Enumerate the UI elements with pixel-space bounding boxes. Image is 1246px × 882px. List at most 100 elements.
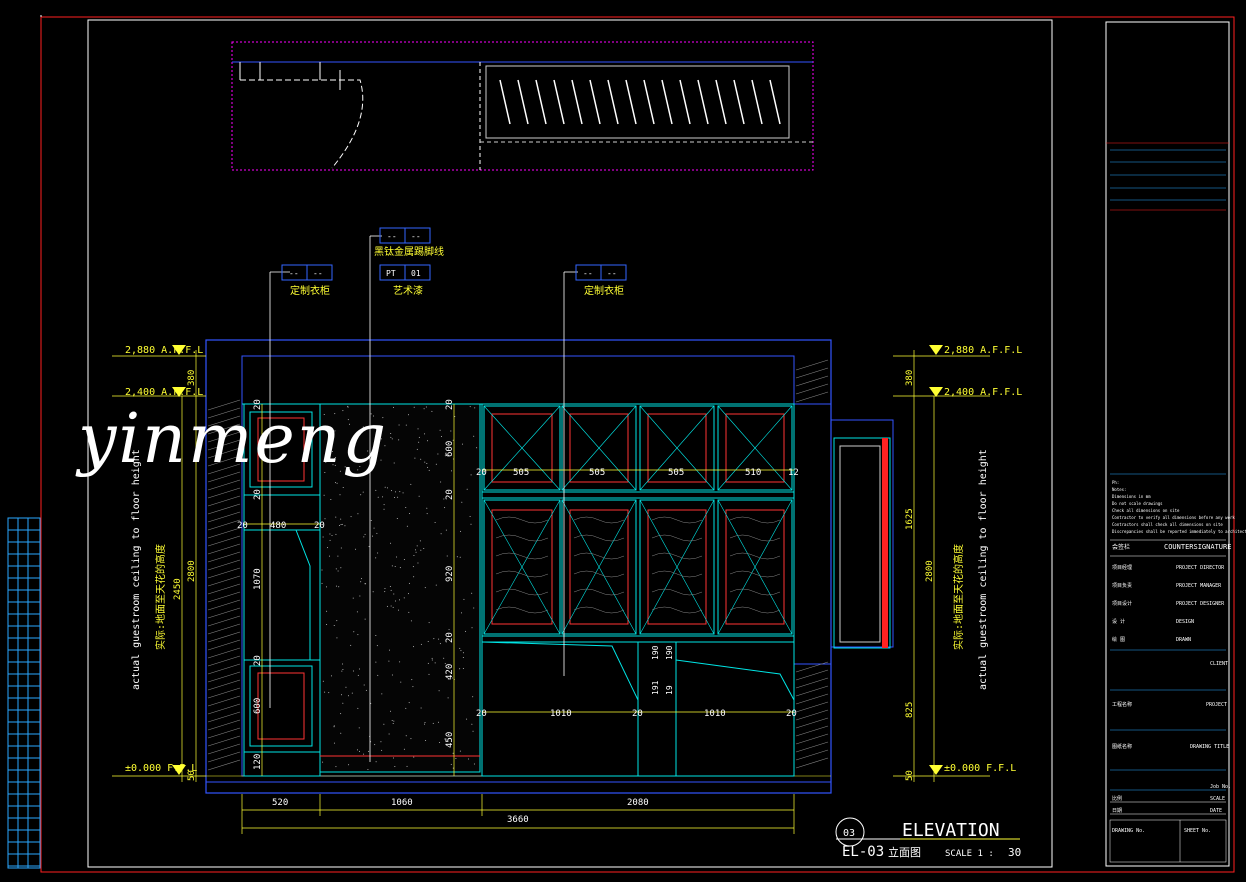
level-0-left: ±0.000 F.F.L — [125, 763, 197, 774]
dim-w505c: 505 — [668, 468, 684, 478]
client-label: CLIENT — [1210, 661, 1228, 667]
dim-w20a: 20 — [476, 468, 487, 478]
dimension-lines — [112, 350, 990, 834]
dim-l20d: 20 — [314, 521, 325, 531]
date-cn: 日期 — [1112, 808, 1122, 814]
dim-l20a: 20 — [253, 399, 263, 410]
dim-h20c: 20 — [445, 632, 455, 643]
drawing-no-label: DRAWING No. — [1112, 828, 1145, 834]
approve-cn: 会签栏 — [1112, 543, 1130, 551]
level-2880-right: 2,880 A.F.F.L — [944, 345, 1022, 356]
leaders — [269, 235, 578, 762]
dim-bottom-1060: 1060 — [391, 798, 413, 808]
side-label-left-cn: 实际:地面至天花的高度 — [154, 544, 167, 650]
drawing-number: 03 — [843, 828, 855, 839]
watermark: yinmeng — [78, 400, 389, 479]
dim-right-825: 825 — [905, 702, 915, 718]
drawing-code-cn: 立面图 — [888, 845, 921, 859]
dim-s191: 191 — [651, 680, 660, 695]
dim-w505b: 505 — [589, 468, 605, 478]
scale-label: SCALE 1 : — [945, 849, 994, 859]
level-2400-right: 2,400 A.F.F.L — [944, 387, 1022, 398]
dim-w12: 12 — [788, 468, 799, 478]
drawing-title-symbol — [835, 817, 1020, 847]
dim-l20b: 20 — [253, 489, 263, 500]
callout-art-paint-label: 艺术漆 — [393, 284, 423, 297]
remark-line: Ph: — [1112, 480, 1119, 485]
dim-right-380: 380 — [905, 370, 915, 386]
callout-boxes — [281, 227, 627, 281]
dim-right-2800: 2800 — [925, 560, 935, 582]
dim-h920: 920 — [445, 566, 455, 582]
role-cn: 项目经理 — [1112, 564, 1132, 571]
revision-grid — [7, 517, 41, 869]
callout-wardrobe-right-b: -- — [607, 269, 617, 278]
dim-h20b: 20 — [445, 489, 455, 500]
project-cn: 工程名称 — [1112, 701, 1132, 708]
drawing-title-cn: 图纸名称 — [1112, 743, 1132, 750]
dim-left-380: 380 — [187, 370, 197, 386]
dim-right-1625: 1625 — [905, 508, 915, 530]
callout-wardrobe-left-a: -- — [289, 269, 299, 278]
callout-metal-trim-label: 黑钛金属踢脚线 — [374, 245, 444, 258]
level-0-right: ±0.000 F.F.L — [944, 763, 1016, 774]
remark-line: Do not scale drawings — [1112, 501, 1163, 506]
plan-view — [231, 41, 814, 171]
countersign: COUNTERSIGNATURE — [1164, 543, 1231, 551]
inner-white-frame — [87, 19, 1053, 868]
outer-red-frame — [40, 16, 1235, 873]
title-block-remarks: Ph: Notes: Dimensions in mm Do not scale dr… — [1112, 480, 1246, 534]
scale-label-tb: SCALE — [1210, 796, 1225, 802]
dim-l20e: 20 — [253, 655, 263, 666]
dim-s190b: 190 — [665, 645, 674, 660]
dim-bottom-3660: 3660 — [507, 815, 529, 825]
callout-metal-trim-b: -- — [411, 232, 421, 241]
role-cn: 绘 图 — [1112, 636, 1125, 643]
dim-l20c: 20 — [237, 521, 248, 531]
remark-line: Contractor to verify all dimensions befo… — [1112, 515, 1235, 520]
title-block-lines — [1106, 142, 1229, 863]
dim-h600: 600 — [445, 441, 455, 457]
dim-w20b: 20 — [476, 709, 487, 719]
dim-h420: 420 — [445, 664, 455, 680]
dim-l1070: 1070 — [253, 568, 263, 590]
callout-metal-trim-a: -- — [387, 232, 397, 241]
callout-art-paint-a: PT — [386, 269, 396, 278]
dim-h450: 450 — [445, 732, 455, 748]
callout-wardrobe-right-label: 定制衣柜 — [584, 284, 624, 297]
dim-s190a: 190 — [651, 645, 660, 660]
dim-w20c: 20 — [632, 709, 643, 719]
role-en: DESIGN — [1176, 619, 1194, 625]
side-label-right-en: actual guestroom ceiling to floor height — [978, 449, 989, 690]
elevation-view — [205, 339, 894, 794]
sheet-label: SHEET No. — [1184, 828, 1211, 834]
remark-line: Notes: — [1112, 487, 1126, 492]
project-label: PROJECT — [1206, 702, 1227, 708]
drawing-title: ELEVATION — [902, 820, 1000, 841]
job-no-label: Job No. — [1210, 784, 1231, 790]
callout-wardrobe-right-a: -- — [583, 269, 593, 278]
title-block-frame — [1105, 21, 1230, 867]
level-2400-left: 2,400 A.F.F.L — [125, 387, 203, 398]
role-cn: 项目负责 — [1112, 582, 1132, 589]
dim-w1010a: 1010 — [550, 709, 572, 719]
dim-w1010b: 1010 — [704, 709, 726, 719]
role-en: PROJECT DESIGNER — [1176, 601, 1225, 607]
dim-w20d: 20 — [786, 709, 797, 719]
callout-art-paint-b: 01 — [411, 269, 421, 278]
dim-l600: 600 — [253, 698, 263, 714]
dim-l480: 480 — [270, 521, 286, 531]
date-label: DATE — [1210, 808, 1222, 814]
level-markers — [172, 345, 943, 775]
dim-h20a: 20 — [445, 399, 455, 410]
role-cn: 项目设计 — [1112, 600, 1132, 607]
role-en: PROJECT DIRECTOR — [1176, 565, 1225, 571]
remark-line: Dimensions in mm — [1112, 494, 1151, 499]
scale-cn: 比例 — [1112, 795, 1122, 802]
role-cn: 设 计 — [1112, 618, 1125, 625]
dim-right-50: 50 — [905, 770, 915, 781]
dim-s19: 19 — [665, 685, 674, 695]
dim-left-2800: 2800 — [187, 560, 197, 582]
dim-bottom-520: 520 — [272, 798, 288, 808]
